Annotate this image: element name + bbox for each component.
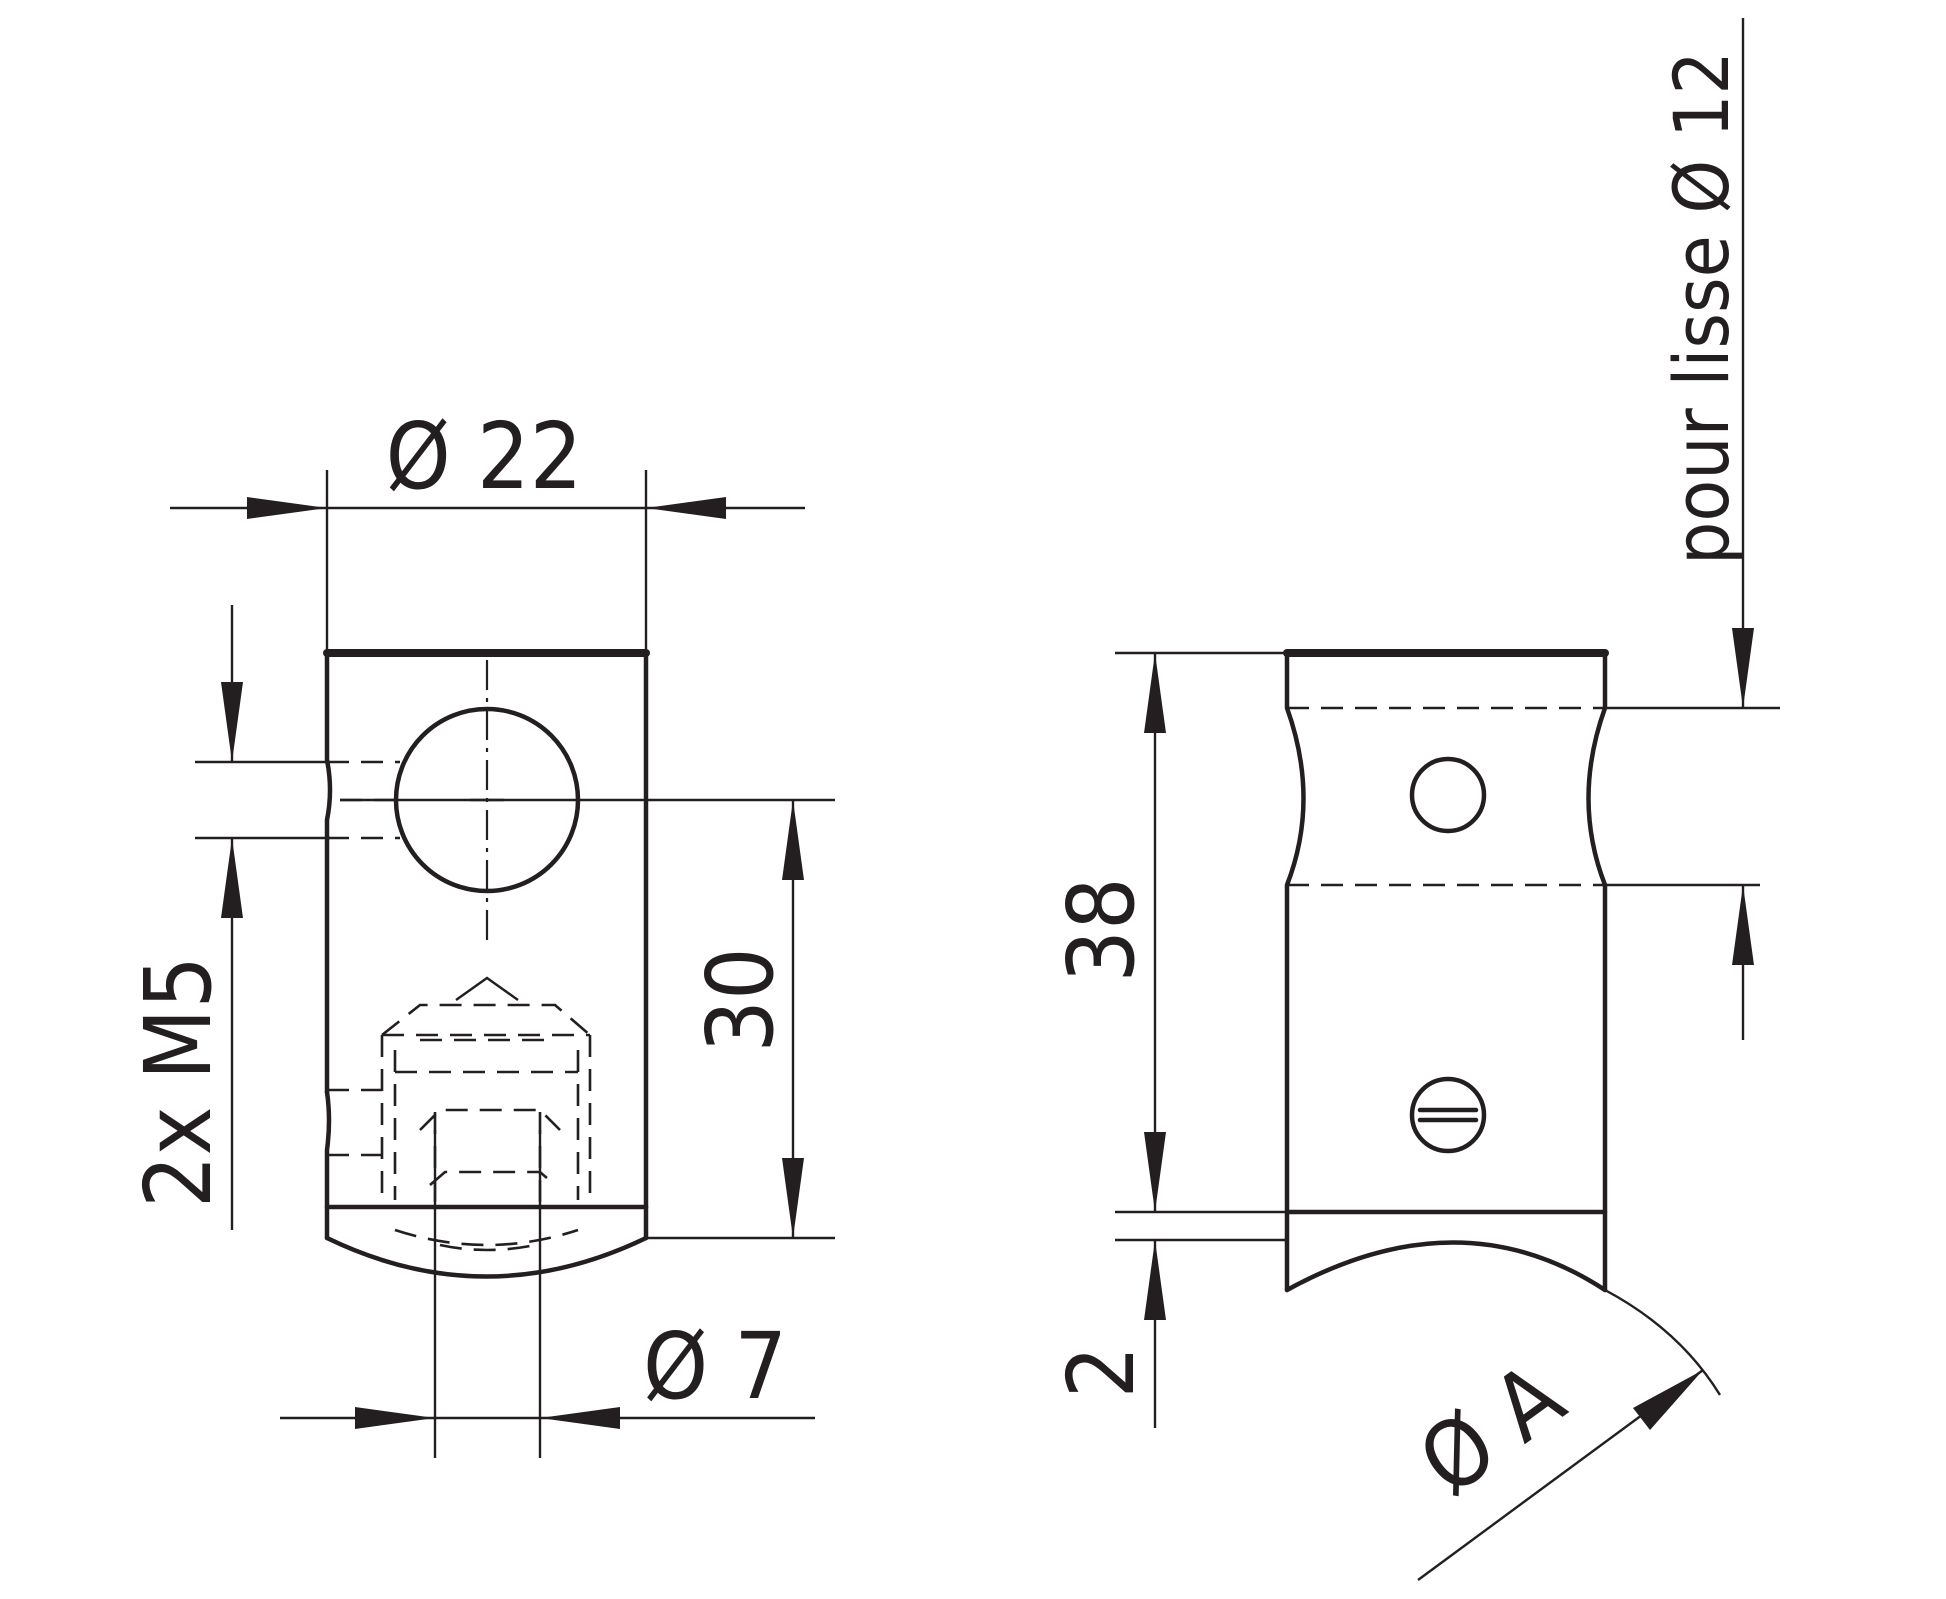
dia7-arrow-right — [540, 1407, 620, 1429]
side-left-profile — [1284, 650, 1306, 1293]
thread-bottom-arc-2 — [439, 1243, 536, 1252]
side-saddle-arc — [1284, 1240, 1608, 1293]
h30-arrow-bottom — [782, 1158, 804, 1238]
front-saddle-arc — [324, 1235, 649, 1279]
thread-bottom-arc-1 — [394, 1228, 579, 1247]
t2-label: 2 — [1048, 1346, 1155, 1399]
t2-arrow — [1144, 1240, 1166, 1320]
dia7-arrow-left — [355, 1407, 435, 1429]
h38-arrow-bottom — [1144, 1132, 1166, 1212]
h30-label: 30 — [687, 947, 794, 1052]
h38-label: 38 — [1048, 877, 1155, 982]
m5-label: 2x M5 — [125, 956, 232, 1208]
diaA-arc — [1604, 1288, 1722, 1396]
m5-arrow-top — [221, 682, 243, 762]
h30-arrow-top — [782, 800, 804, 880]
side-view: 38 2 Ø A pour lisse Ø 12 — [1048, 18, 1780, 1581]
side-right-profile — [1586, 650, 1608, 1293]
front-left-lower — [324, 1089, 332, 1241]
screw-head-circle — [1409, 1076, 1487, 1154]
diaA-arrow — [1633, 1370, 1703, 1430]
dia22-label: Ø 22 — [386, 403, 583, 510]
front-view: Ø 22 2x M5 30 Ø 7 — [125, 403, 835, 1458]
side-hole-circle — [1409, 756, 1487, 834]
front-left-side — [324, 650, 333, 1095]
thread-cone — [381, 1003, 591, 1037]
dia22-arrow-left — [247, 497, 327, 519]
dia7-label: Ø 7 — [643, 1313, 787, 1420]
m5-arrow-bottom — [221, 838, 243, 918]
h38-arrow-top — [1144, 653, 1166, 733]
dia22-arrow-right — [646, 497, 726, 519]
rail-note-label: pour lisse Ø 12 — [1657, 51, 1746, 565]
rail-arrow-top — [1732, 628, 1754, 708]
thread-bottom-cone — [429, 1170, 556, 1186]
drill-point-mark — [455, 976, 519, 1001]
rail-arrow-bottom — [1732, 885, 1754, 965]
diaA-label: Ø A — [1400, 1343, 1583, 1517]
thread-inner-cone — [419, 1108, 561, 1131]
